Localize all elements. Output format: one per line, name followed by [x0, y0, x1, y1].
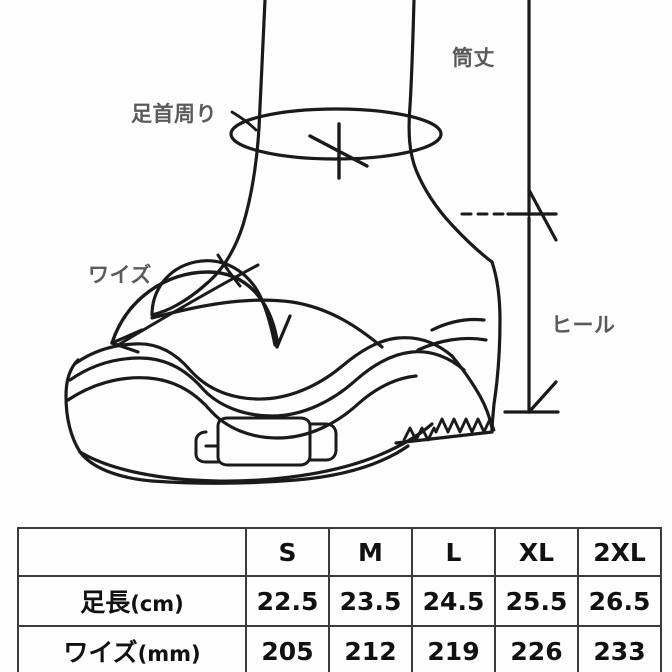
outsole-bottom-edge — [78, 422, 434, 483]
heel-baseline-tick — [503, 380, 560, 414]
table-header-size-2xl: 2XL — [577, 527, 662, 577]
label-ankle-circumference: 足首周り — [131, 102, 217, 126]
leg-left-outline — [203, 0, 267, 287]
row-label-text: 足長 — [80, 588, 131, 617]
midsole-second-wave — [68, 350, 466, 418]
ankle-cross-marker — [308, 122, 369, 180]
outsole-outline — [64, 358, 410, 485]
table-header-size-s: S — [245, 527, 330, 577]
table-header-size-l: L — [411, 527, 496, 577]
label-shaft-height: 筒丈 — [452, 46, 495, 70]
table-cell-value: 219 — [411, 625, 496, 672]
table-cell-value: 23.5 — [328, 575, 413, 627]
width-leader-line — [116, 263, 260, 347]
table-cell-value: 205 — [245, 625, 330, 672]
heel-upper-fold — [430, 317, 486, 332]
row-label-text: ワイズ — [63, 638, 138, 667]
midsole-third-wave — [66, 374, 418, 440]
shoe-illustration-svg — [64, 0, 560, 485]
row-label-unit: (cm) — [130, 592, 184, 616]
sole-tread-blocks — [194, 416, 338, 467]
leg-right-outline — [407, 0, 494, 264]
upper-seam-line — [150, 298, 384, 349]
midsole-top-wave — [74, 336, 454, 401]
shoe-diagram: 足首周り 筒丈 ワイズ ヒール — [64, 0, 616, 485]
width-leader-line-upper — [216, 253, 242, 288]
shoe-upper-left — [150, 283, 207, 317]
table-cell-value: 22.5 — [245, 575, 330, 627]
label-width: ワイズ — [88, 263, 152, 287]
label-heel: ヒール — [551, 313, 616, 337]
ankle-label-leader — [230, 110, 258, 132]
ankle-ellipse — [229, 107, 443, 161]
heel-back-outline — [490, 260, 502, 432]
table-cell-value: 25.5 — [494, 575, 579, 627]
table-header-size-m: M — [328, 527, 413, 577]
table-row-label: 足長(cm) — [17, 575, 247, 627]
table-cell-value: 226 — [494, 625, 579, 672]
heel-zigzag-tread — [402, 417, 496, 442]
table-header-size-xl: XL — [494, 527, 579, 577]
table-corner-cell — [17, 527, 247, 577]
table-cell-value: 24.5 — [411, 575, 496, 627]
row-label-unit: (mm) — [137, 642, 201, 666]
width-arc — [110, 270, 279, 345]
table-cell-value: 233 — [577, 625, 662, 672]
heel-tread-baseline — [394, 430, 494, 445]
table-cell-value: 212 — [328, 625, 413, 672]
heel-mid-fold — [416, 336, 488, 352]
table-cell-value: 26.5 — [577, 575, 662, 627]
table-row-label: ワイズ(mm) — [17, 625, 247, 672]
